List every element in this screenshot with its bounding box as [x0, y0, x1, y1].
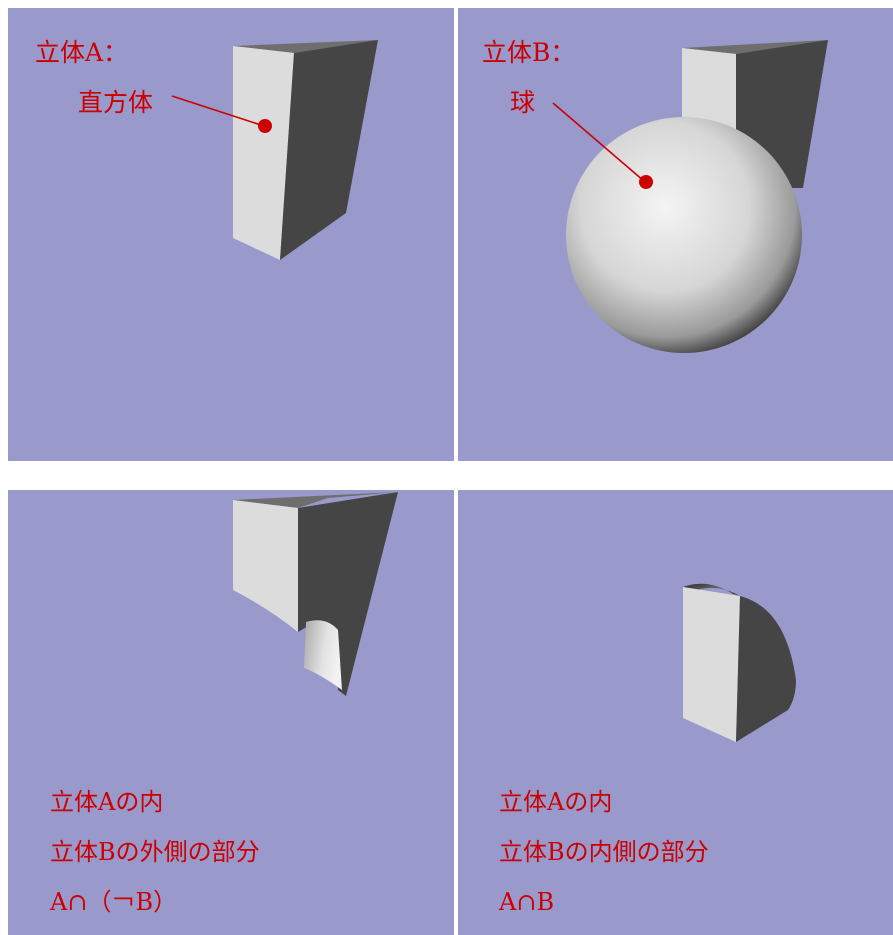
box-front-face — [233, 500, 298, 632]
solid-b-name: 球 — [510, 88, 536, 117]
sphere-scene — [552, 40, 828, 353]
intersection-line-1: 立体Aの内 — [499, 788, 613, 816]
intersection-line-2: 立体Bの内側の部分 — [499, 838, 709, 866]
solid-a-name: 直方体 — [78, 88, 154, 117]
solid-a-title: 立体A： — [35, 38, 129, 67]
spherical-cavity — [304, 620, 342, 690]
box-top-face — [682, 40, 828, 54]
box-side-face — [280, 40, 378, 260]
difference-scene — [233, 492, 398, 696]
difference-line-1: 立体Aの内 — [50, 788, 164, 816]
panel-solid-b: 立体B： 球 — [458, 8, 893, 461]
leader-dot — [258, 119, 272, 133]
panel-intersection: 立体Aの内 立体Bの内側の部分 A∩B — [458, 490, 893, 935]
panel-difference: 立体Aの内 立体Bの外側の部分 A∩（￢B） — [8, 490, 454, 935]
box-top-face — [233, 40, 378, 53]
intersection-front-face — [683, 587, 740, 742]
box-front-face — [233, 46, 294, 260]
intersection-curved-face — [736, 596, 796, 742]
difference-formula: A∩（￢B） — [50, 888, 178, 916]
panel-solid-a: 立体A： 直方体 — [8, 8, 454, 461]
box-scene — [171, 40, 378, 260]
leader-dot — [639, 175, 653, 189]
sphere — [566, 117, 802, 353]
intersection-top-cap — [683, 583, 740, 596]
solid-b-title: 立体B： — [482, 38, 576, 67]
leader-line — [171, 95, 265, 127]
difference-line-2: 立体Bの外側の部分 — [50, 838, 260, 866]
intersection-scene — [683, 583, 796, 742]
leader-line — [552, 102, 645, 182]
box-top-face — [233, 492, 398, 508]
box-side-face — [298, 492, 398, 696]
intersection-formula: A∩B — [499, 888, 555, 916]
